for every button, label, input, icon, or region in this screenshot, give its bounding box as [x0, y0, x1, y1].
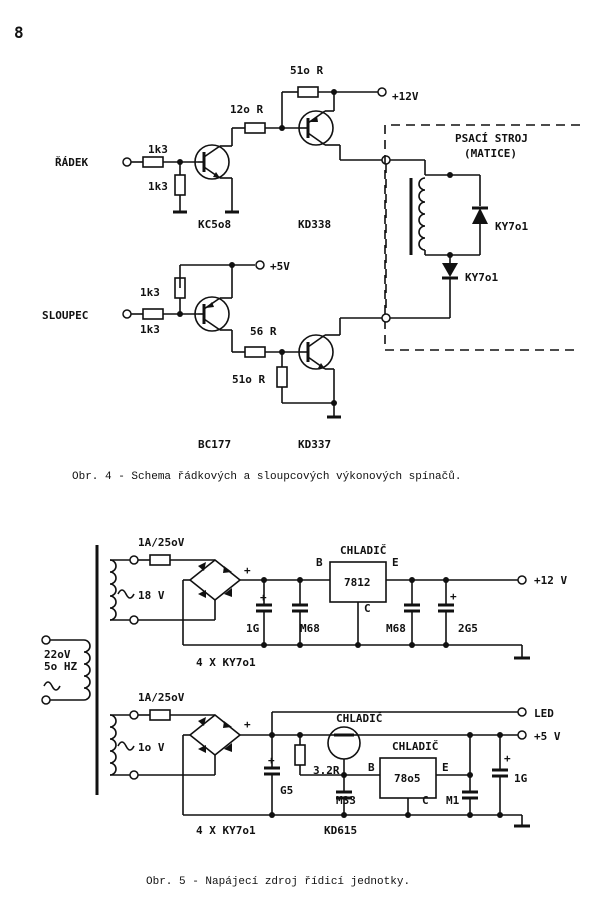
svg-text:(MATICE): (MATICE) — [464, 147, 517, 160]
svg-text:1G: 1G — [246, 622, 260, 635]
resistor-56r — [244, 346, 266, 358]
svg-text:7812: 7812 — [344, 576, 371, 589]
transistor-kd615 — [327, 726, 361, 775]
svg-text:1k3: 1k3 — [140, 323, 160, 336]
coil-winding — [418, 177, 426, 251]
transistor-kd338 — [298, 110, 334, 146]
ac-symbol — [43, 681, 61, 691]
svg-text:E: E — [442, 761, 449, 774]
terminal-radek — [122, 157, 132, 167]
svg-text:PSACÍ STROJ: PSACÍ STROJ — [455, 132, 528, 145]
svg-text:4 X KY7o1: 4 X KY7o1 — [196, 824, 256, 837]
svg-text:C: C — [422, 794, 429, 807]
svg-text:+: + — [260, 591, 267, 604]
svg-text:1A/25oV: 1A/25oV — [138, 536, 185, 549]
figure-4-caption: Obr. 4 - Schema řádkových a sloupcových … — [72, 470, 461, 483]
primary-winding — [83, 639, 91, 701]
terminal-sloupec — [122, 309, 132, 319]
svg-text:KD615: KD615 — [324, 824, 357, 837]
svg-text:BC177: BC177 — [198, 438, 231, 451]
svg-text:51o R: 51o R — [290, 64, 323, 77]
svg-text:56 R: 56 R — [250, 325, 277, 338]
svg-text:CHLADIČ: CHLADIČ — [336, 712, 383, 725]
fuse-10v — [149, 709, 171, 721]
fuse-18v — [149, 554, 171, 566]
figure-4-schematic: ŘÁDEK 1k3 1k3 KC5o8 12o R — [42, 64, 580, 483]
svg-text:+5V: +5V — [270, 260, 290, 273]
terminal-plus12v — [377, 87, 387, 97]
svg-text:G5: G5 — [280, 784, 293, 797]
diode-ky701-a — [472, 208, 488, 224]
svg-text:+: + — [450, 590, 457, 603]
label-radek: ŘÁDEK — [55, 156, 88, 169]
svg-text:M33: M33 — [336, 794, 356, 807]
svg-text:1k3: 1k3 — [140, 286, 160, 299]
svg-text:C: C — [364, 602, 371, 615]
svg-text:1k3: 1k3 — [148, 180, 168, 193]
secondary-winding-10v — [109, 714, 117, 776]
svg-text:51o R: 51o R — [232, 373, 265, 386]
svg-text:1A/25oV: 1A/25oV — [138, 691, 185, 704]
secondary-winding-18v — [109, 559, 117, 621]
resistor-510r-top — [297, 86, 319, 98]
svg-text:M68: M68 — [386, 622, 406, 635]
svg-text:1k3: 1k3 — [148, 143, 168, 156]
svg-text:1G: 1G — [514, 772, 528, 785]
svg-text:LED: LED — [534, 707, 554, 720]
terminal-plus5v — [255, 260, 265, 270]
transistor-kd337 — [298, 334, 334, 370]
svg-text:B: B — [368, 761, 375, 774]
output-plus5v — [517, 730, 527, 740]
svg-text:KD338: KD338 — [298, 218, 331, 231]
bridge-rectifier-1 — [188, 558, 242, 602]
output-plus12v — [517, 575, 527, 585]
resistor-510r-bottom — [276, 366, 288, 388]
svg-text:78o5: 78o5 — [394, 772, 421, 785]
resistor-120r — [244, 122, 266, 134]
resistor-sloupec-input — [142, 308, 164, 320]
svg-text:B: B — [316, 556, 323, 569]
mains-terminal-b — [41, 695, 51, 705]
svg-text:4 X KY7o1: 4 X KY7o1 — [196, 656, 256, 669]
svg-text:KC5o8: KC5o8 — [198, 218, 231, 231]
svg-text:5o HZ: 5o HZ — [44, 660, 77, 673]
mains-terminal-a — [41, 635, 51, 645]
page-number: 8 — [14, 23, 24, 42]
svg-text:KD337: KD337 — [298, 438, 331, 451]
svg-text:12o R: 12o R — [230, 103, 263, 116]
svg-text:KY7o1: KY7o1 — [495, 220, 528, 233]
svg-text:+12V: +12V — [392, 90, 419, 103]
transistor-kc508 — [194, 144, 230, 180]
svg-text:3.2R: 3.2R — [313, 764, 340, 777]
typewriter-matrix-box — [384, 124, 580, 351]
svg-text:+: + — [244, 564, 251, 577]
figure-5-caption: Obr. 5 - Napájecí zdroj řídicí jednotky. — [146, 876, 410, 888]
bridge-rectifier-2 — [188, 713, 242, 757]
resistor-3-2r — [294, 744, 306, 766]
resistor-radek-input — [142, 156, 164, 168]
svg-text:+: + — [244, 718, 251, 731]
transistor-bc177 — [194, 296, 230, 332]
figure-5-schematic: 22oV 5o HZ 18 V 1A/25oV + 4 X KY7o1 — [41, 536, 567, 888]
resistor-radek-base — [174, 174, 186, 196]
svg-text:+12 V: +12 V — [534, 574, 567, 587]
output-led — [517, 707, 527, 717]
diode-ky701-b — [442, 263, 458, 277]
svg-text:CHLADIČ: CHLADIČ — [392, 740, 439, 753]
svg-text:CHLADIČ: CHLADIČ — [340, 544, 387, 557]
svg-text:E: E — [392, 556, 399, 569]
svg-text:M68: M68 — [300, 622, 320, 635]
svg-text:+: + — [504, 752, 511, 765]
svg-text:22oV: 22oV — [44, 648, 71, 661]
label-sloupec: SLOUPEC — [42, 309, 88, 322]
svg-text:M1: M1 — [446, 794, 460, 807]
svg-text:+: + — [268, 754, 275, 767]
svg-text:1o V: 1o V — [138, 741, 165, 754]
svg-text:18 V: 18 V — [138, 589, 165, 602]
svg-text:+5 V: +5 V — [534, 730, 561, 743]
svg-text:2G5: 2G5 — [458, 622, 478, 635]
svg-text:KY7o1: KY7o1 — [465, 271, 498, 284]
